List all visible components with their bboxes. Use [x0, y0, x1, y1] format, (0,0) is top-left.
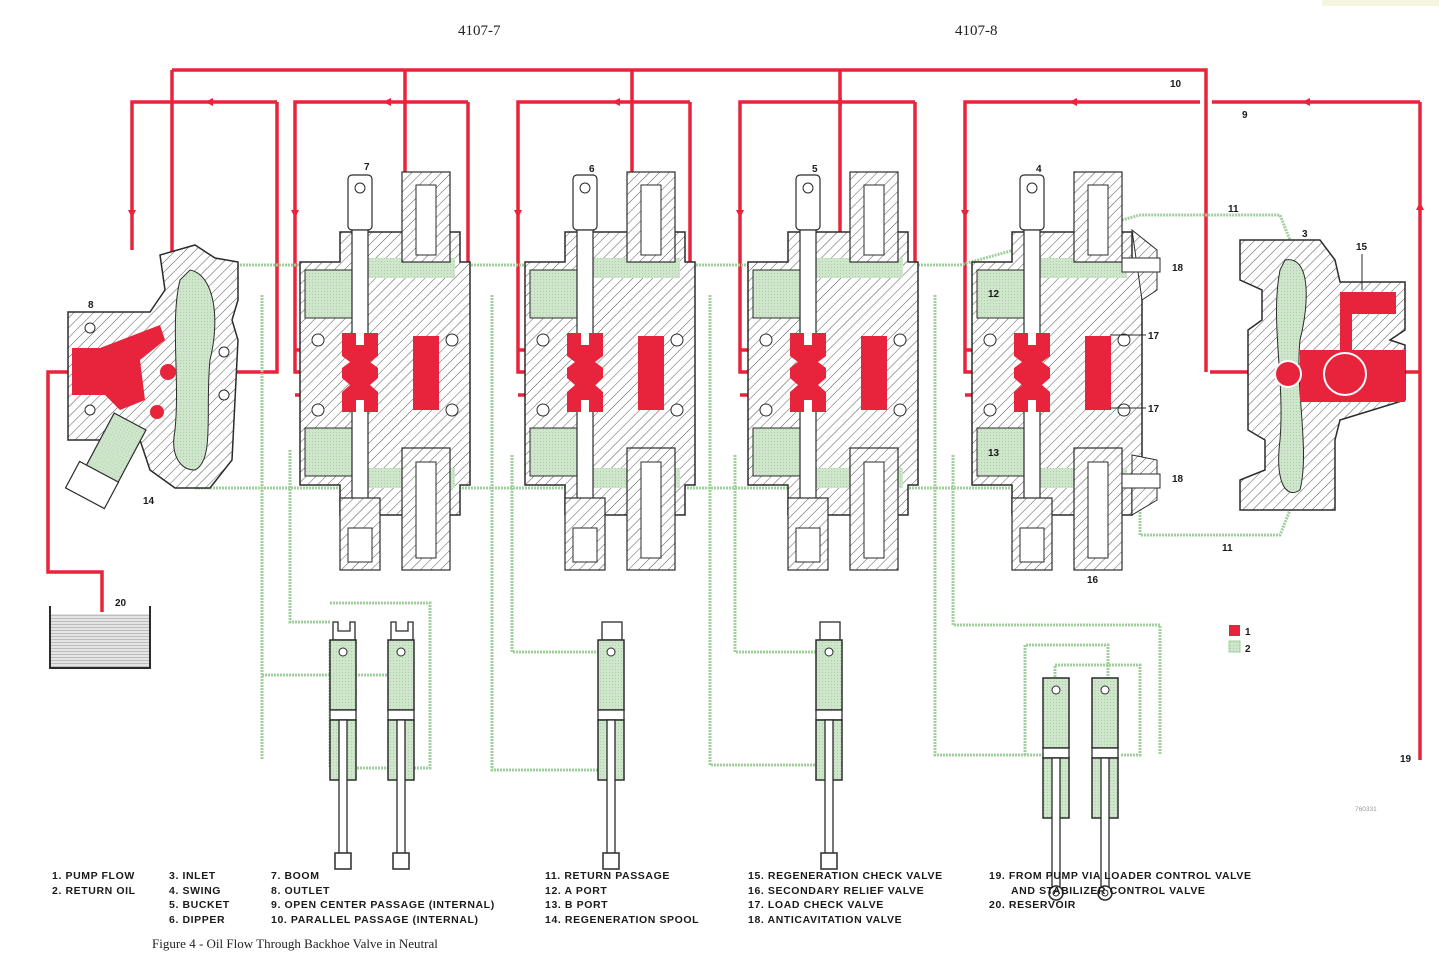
callout-10: 10: [1170, 79, 1182, 90]
outlet-body: [64, 244, 239, 510]
page-corner-tint: [1322, 0, 1439, 6]
callout-11-top: 11: [1228, 204, 1239, 215]
return-passage-11-top: [210, 213, 1292, 267]
valve-section: [299, 171, 471, 571]
callout-18-bottom: 18: [1172, 474, 1184, 485]
callout-18-top: 18: [1172, 263, 1184, 274]
legend-item: 6. DIPPER: [169, 913, 226, 926]
callout-20: 20: [115, 598, 127, 609]
callout-9: 9: [1242, 110, 1248, 121]
hydraulic-cylinder: [597, 621, 625, 870]
legend-item: 3. INLET: [169, 870, 216, 882]
valve-sections: [299, 171, 1161, 571]
legend-item: 15. REGENERATION CHECK VALVE: [748, 870, 943, 882]
callout-16: 16: [1087, 575, 1099, 586]
open-center-seg-outlet: [130, 100, 277, 250]
callout-17-bottom: 17: [1148, 404, 1160, 415]
callout-14: 14: [143, 496, 155, 507]
legend-item: 9. OPEN CENTER PASSAGE (INTERNAL): [271, 899, 495, 912]
callout-13: 13: [988, 448, 1000, 459]
flow-arrows: [128, 98, 1424, 218]
outlet-to-reservoir-line: [46, 370, 104, 612]
arrow-icon: [1069, 98, 1077, 106]
hydraulic-cylinder: [329, 621, 357, 870]
legend-column-1: 1. PUMP FLOW 2. RETURN OIL: [52, 869, 136, 898]
callout-7: 7: [364, 162, 370, 173]
legend-item: 11. RETURN PASSAGE: [545, 870, 670, 882]
hydraulic-cylinder: [387, 621, 415, 870]
legend-column-2: 3. INLET 4. SWING 5. BUCKET 6. DIPPER: [169, 869, 230, 927]
legend-item: 12. A PORT: [545, 884, 608, 897]
arrow-icon: [736, 210, 744, 218]
return-oil-lines: [195, 213, 1292, 772]
hydraulic-cylinder: [1042, 677, 1070, 901]
legend-column-5: 15. REGENERATION CHECK VALVE 16. SECONDA…: [748, 869, 943, 927]
reservoir: [49, 606, 151, 669]
legend-column-6: 19. FROM PUMP VIA LOADER CONTROL VALVE A…: [989, 869, 1252, 913]
legend-item: 2. RETURN OIL: [52, 884, 136, 897]
callout-3: 3: [1302, 229, 1308, 240]
arrow-icon: [1302, 98, 1310, 106]
legend-item: AND STABILIZER CONTROL VALVE: [1011, 884, 1206, 897]
arrow-icon: [128, 210, 136, 218]
key-label-1: 1: [1245, 627, 1251, 638]
legend-item: 7. BOOM: [271, 870, 320, 882]
legend-item: 4. SWING: [169, 884, 222, 897]
legend-item: 19. FROM PUMP VIA LOADER CONTROL VALVE: [989, 870, 1252, 882]
legend-item: 8. OUTLET: [271, 884, 331, 897]
callout-4: 4: [1036, 164, 1042, 175]
callout-11-bottom: 11: [1222, 543, 1233, 554]
header-4107-8: 4107-8: [955, 23, 998, 39]
legend-item: 18. ANTICAVITATION VALVE: [748, 913, 903, 926]
key-swatch-pump-flow: [1229, 625, 1240, 636]
legend-item: 17. LOAD CHECK VALVE: [748, 899, 884, 912]
legend-column-4: 11. RETURN PASSAGE 12. A PORT 13. B PORT…: [545, 869, 699, 927]
legend-item: 14. REGENERATION SPOOL: [545, 913, 700, 926]
arrow-icon: [383, 98, 391, 106]
arrow-icon: [291, 210, 299, 218]
valve-section: [971, 171, 1161, 571]
drawing-number: 760331: [1355, 806, 1377, 813]
legend-column-3: 7. BOOM 8. OUTLET 9. OPEN CENTER PASSAGE…: [271, 869, 495, 927]
key-swatch-return-oil: [1228, 640, 1241, 653]
legend-item: 16. SECONDARY RELIEF VALVE: [748, 884, 925, 897]
parallel-passage-line: [172, 68, 1208, 372]
inlet-body: [1239, 239, 1406, 511]
arrow-icon: [834, 98, 842, 106]
arrow-icon: [961, 210, 969, 218]
hydraulic-cylinder: [815, 621, 843, 870]
arrow-icon: [1416, 202, 1424, 210]
callout-5: 5: [812, 164, 818, 175]
callout-19: 19: [1400, 754, 1412, 765]
hydraulic-cylinder: [1091, 677, 1119, 901]
callout-6: 6: [589, 164, 595, 175]
callout-12: 12: [988, 289, 1000, 300]
valve-section: [524, 171, 696, 571]
arrow-icon: [205, 98, 213, 106]
callout-17-top: 17: [1148, 331, 1160, 342]
legend-item: 1. PUMP FLOW: [52, 870, 135, 882]
callout-15: 15: [1356, 242, 1368, 253]
callout-8: 8: [88, 300, 94, 311]
pump-flow-lines: [46, 68, 1422, 760]
header-4107-7: 4107-7: [458, 23, 501, 39]
key-label-2: 2: [1245, 644, 1251, 655]
legend-item: 5. BUCKET: [169, 899, 230, 912]
arrow-icon: [612, 98, 620, 106]
legend-item: 13. B PORT: [545, 899, 609, 912]
legend-item: 10. PARALLEL PASSAGE (INTERNAL): [271, 913, 479, 926]
cylinders: [329, 621, 1119, 901]
legend-item: 20. RESERVOIR: [989, 899, 1076, 912]
figure-caption: Figure 4 - Oil Flow Through Backhoe Valv…: [152, 936, 438, 951]
valve-section: [747, 171, 919, 571]
arrow-icon: [514, 210, 522, 218]
